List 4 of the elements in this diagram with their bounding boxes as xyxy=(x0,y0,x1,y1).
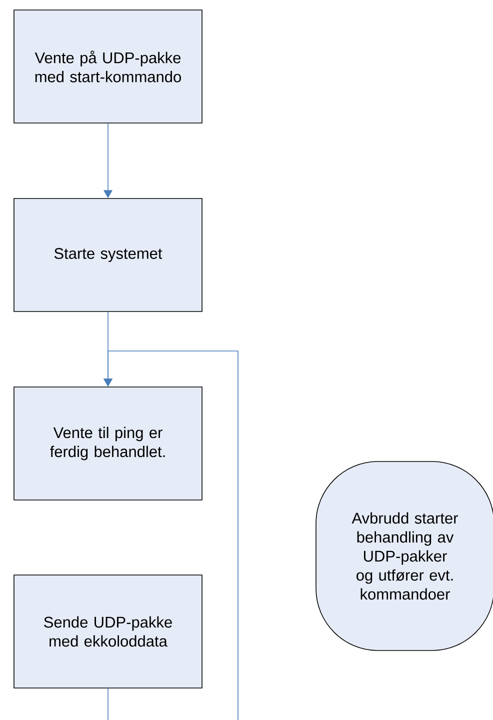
process-box: Starte systemet xyxy=(14,198,202,312)
process-box: Vente til ping er ferdig behandlet. xyxy=(14,386,202,500)
process-box: Sende UDP-pakke med ekkoloddata xyxy=(14,574,202,688)
process-box: Vente på UDP-pakke med start-kommando xyxy=(14,10,202,124)
